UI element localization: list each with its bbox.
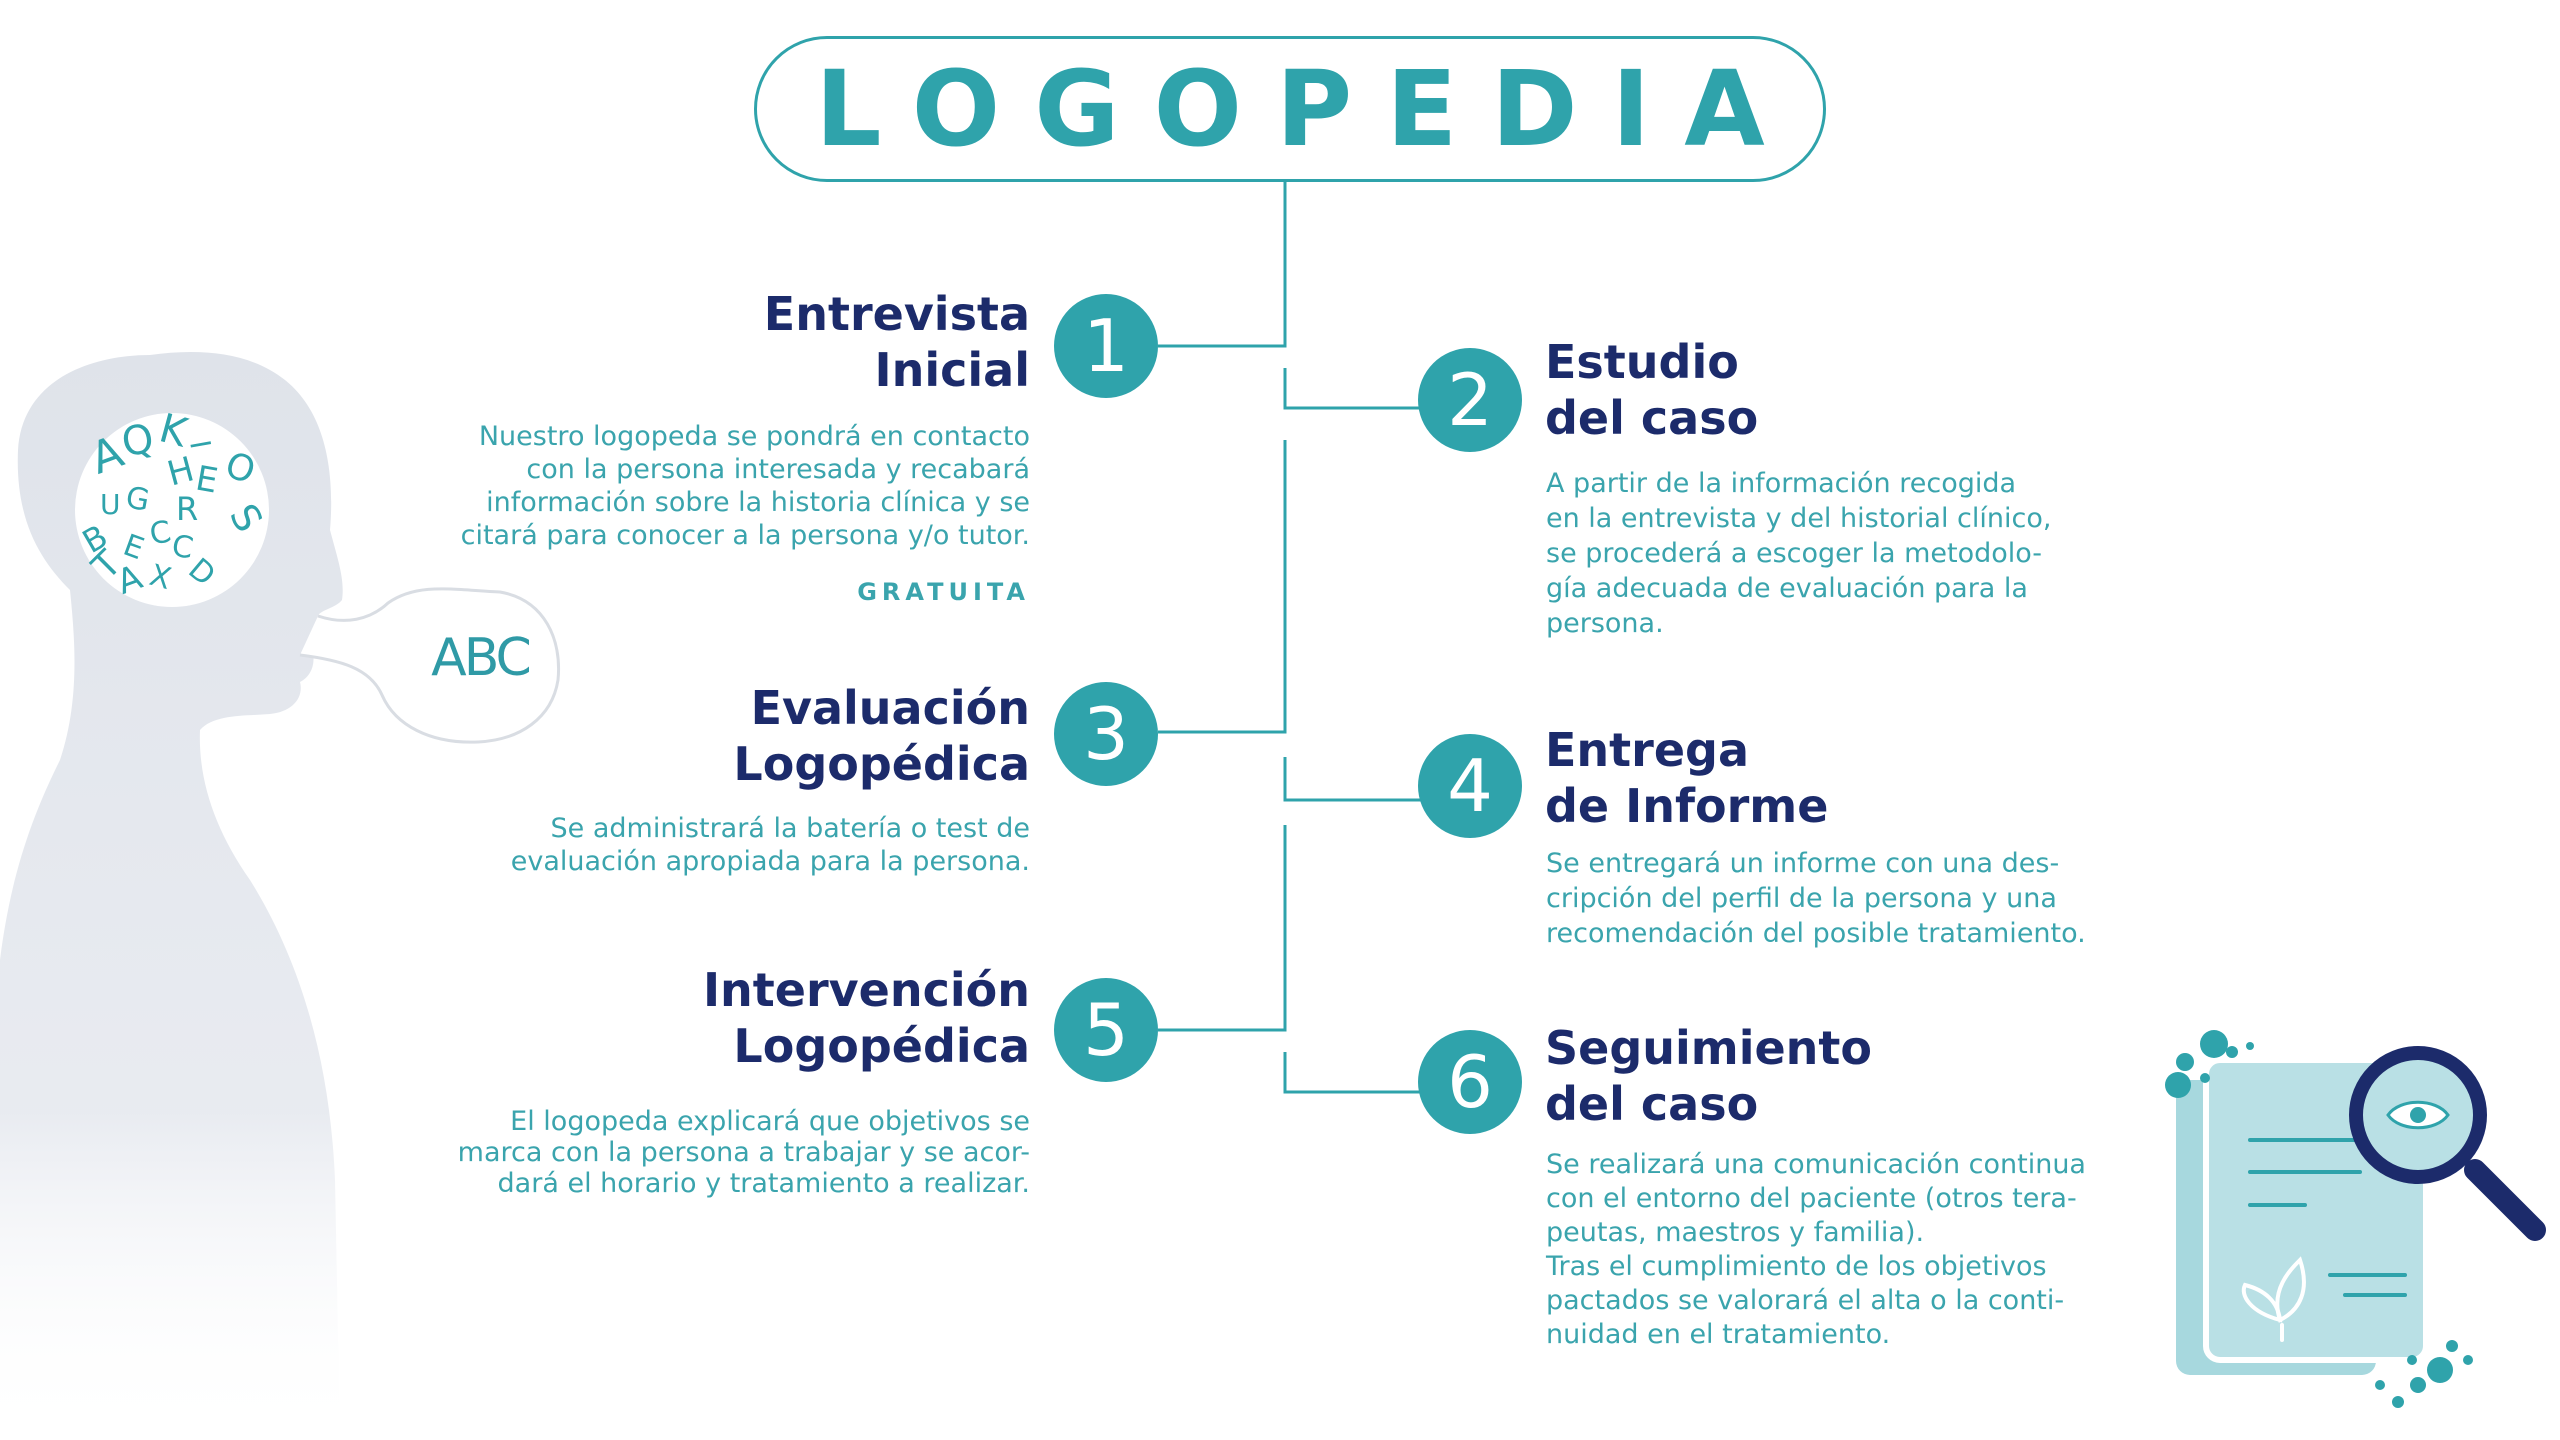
connector-lines <box>1158 182 1422 1094</box>
step-5-description-line: dará el horario y tratamiento a realizar… <box>497 1168 1030 1199</box>
title-pill: LOGOPEDIA <box>754 36 1826 182</box>
page-title: LOGOPEDIA <box>815 48 1799 170</box>
step-5-title: Intervención Logopédica <box>640 962 1030 1074</box>
step-5-description: El logopeda explicará que objetivos se m… <box>450 1106 1030 1199</box>
step-5-title-line: Logopédica <box>733 1019 1030 1073</box>
step-4-title-line: de Informe <box>1545 779 1829 833</box>
head-silhouette <box>0 351 561 1440</box>
step-6-title: Seguimiento del caso <box>1545 1020 1965 1132</box>
step-3-title-line: Logopédica <box>733 737 1030 791</box>
step-2-title-line: del caso <box>1545 391 1759 445</box>
step-4-description-line: Se entregará un informe con una des- <box>1546 848 2060 879</box>
step-1-description-line: citará para conocer a la persona y/o tut… <box>460 520 1030 551</box>
step-6-description-line: nuidad en el tratamiento. <box>1546 1319 1891 1350</box>
step-4-number-badge: 4 <box>1418 734 1522 838</box>
step-5-title-line: Intervención <box>702 963 1030 1017</box>
step-2-description-line: en la entrevista y del historial clínico… <box>1546 503 2052 534</box>
head-letter: U <box>100 488 121 521</box>
step-4-description-line: recomendación del posible tratamiento. <box>1546 918 2086 949</box>
step-2-description: A partir de la información recogida en l… <box>1546 466 2126 641</box>
step-1-description-line: información sobre la historia clínica y … <box>486 487 1030 518</box>
step-6-description-line: peutas, maestros y familia). <box>1546 1217 1925 1248</box>
step-3-number-badge: 3 <box>1054 682 1158 786</box>
step-1-title-line: Entrevista <box>763 287 1030 341</box>
step-2-description-line: se procederá a escoger la metodolo- <box>1546 538 2043 569</box>
step-2-title-line: Estudio <box>1545 335 1739 389</box>
step-6-description: Se realizará una comunicación continua c… <box>1546 1148 2126 1352</box>
step-6-number-badge: 6 <box>1418 1030 1522 1134</box>
step-1-title-line: Inicial <box>874 343 1030 397</box>
step-5-description-line: El logopeda explicará que objetivos se <box>510 1106 1030 1137</box>
step-3-description-line: Se administrará la batería o test de <box>550 813 1031 844</box>
step-1-free-tag: GRATUITA <box>857 578 1030 606</box>
step-6-description-line: Tras el cumplimiento de los objetivos <box>1546 1251 2047 1282</box>
document-magnifier-illustration <box>2165 1030 2546 1408</box>
step-1-description-line: con la persona interesada y recabará <box>526 454 1030 485</box>
step-1-title: Entrevista Inicial <box>640 286 1030 398</box>
step-6-description-line: con el entorno del paciente (otros tera- <box>1546 1183 2077 1214</box>
step-6-title-line: del caso <box>1545 1077 1759 1131</box>
step-6-description-line: pactados se valorará el alta o la conti- <box>1546 1285 2065 1316</box>
step-3-description: Se administrará la batería o test de eva… <box>450 812 1030 878</box>
head-letter: R <box>176 490 199 528</box>
step-5-description-line: marca con la persona a trabajar y se aco… <box>457 1137 1030 1168</box>
step-5-number-badge: 5 <box>1054 978 1158 1082</box>
step-3-description-line: evaluación apropiada para la persona. <box>510 846 1030 877</box>
step-2-description-line: gía adecuada de evaluación para la <box>1546 573 2028 604</box>
step-4-title-line: Entrega <box>1545 723 1750 777</box>
step-2-title: Estudio del caso <box>1545 334 1965 446</box>
step-2-number-badge: 2 <box>1418 348 1522 452</box>
step-4-description: Se entregará un informe con una des- cri… <box>1546 846 2126 951</box>
step-3-title-line: Evaluación <box>750 681 1030 735</box>
step-6-title-line: Seguimiento <box>1545 1021 1873 1075</box>
step-2-description-line: A partir de la información recogida <box>1546 468 2017 499</box>
step-1-description: Nuestro logopeda se pondrá en contacto c… <box>450 420 1030 552</box>
step-4-title: Entrega de Informe <box>1545 722 1965 834</box>
step-1-description-line: Nuestro logopeda se pondrá en contacto <box>478 421 1030 452</box>
step-1-number-badge: 1 <box>1054 294 1158 398</box>
step-6-description-line: Se realizará una comunicación continua <box>1546 1149 2086 1180</box>
step-3-title: Evaluación Logopédica <box>640 680 1030 792</box>
step-4-description-line: cripción del perfil de la persona y una <box>1546 883 2057 914</box>
step-2-description-line: persona. <box>1546 608 1664 639</box>
speech-bubble-text: ABC <box>431 628 532 688</box>
